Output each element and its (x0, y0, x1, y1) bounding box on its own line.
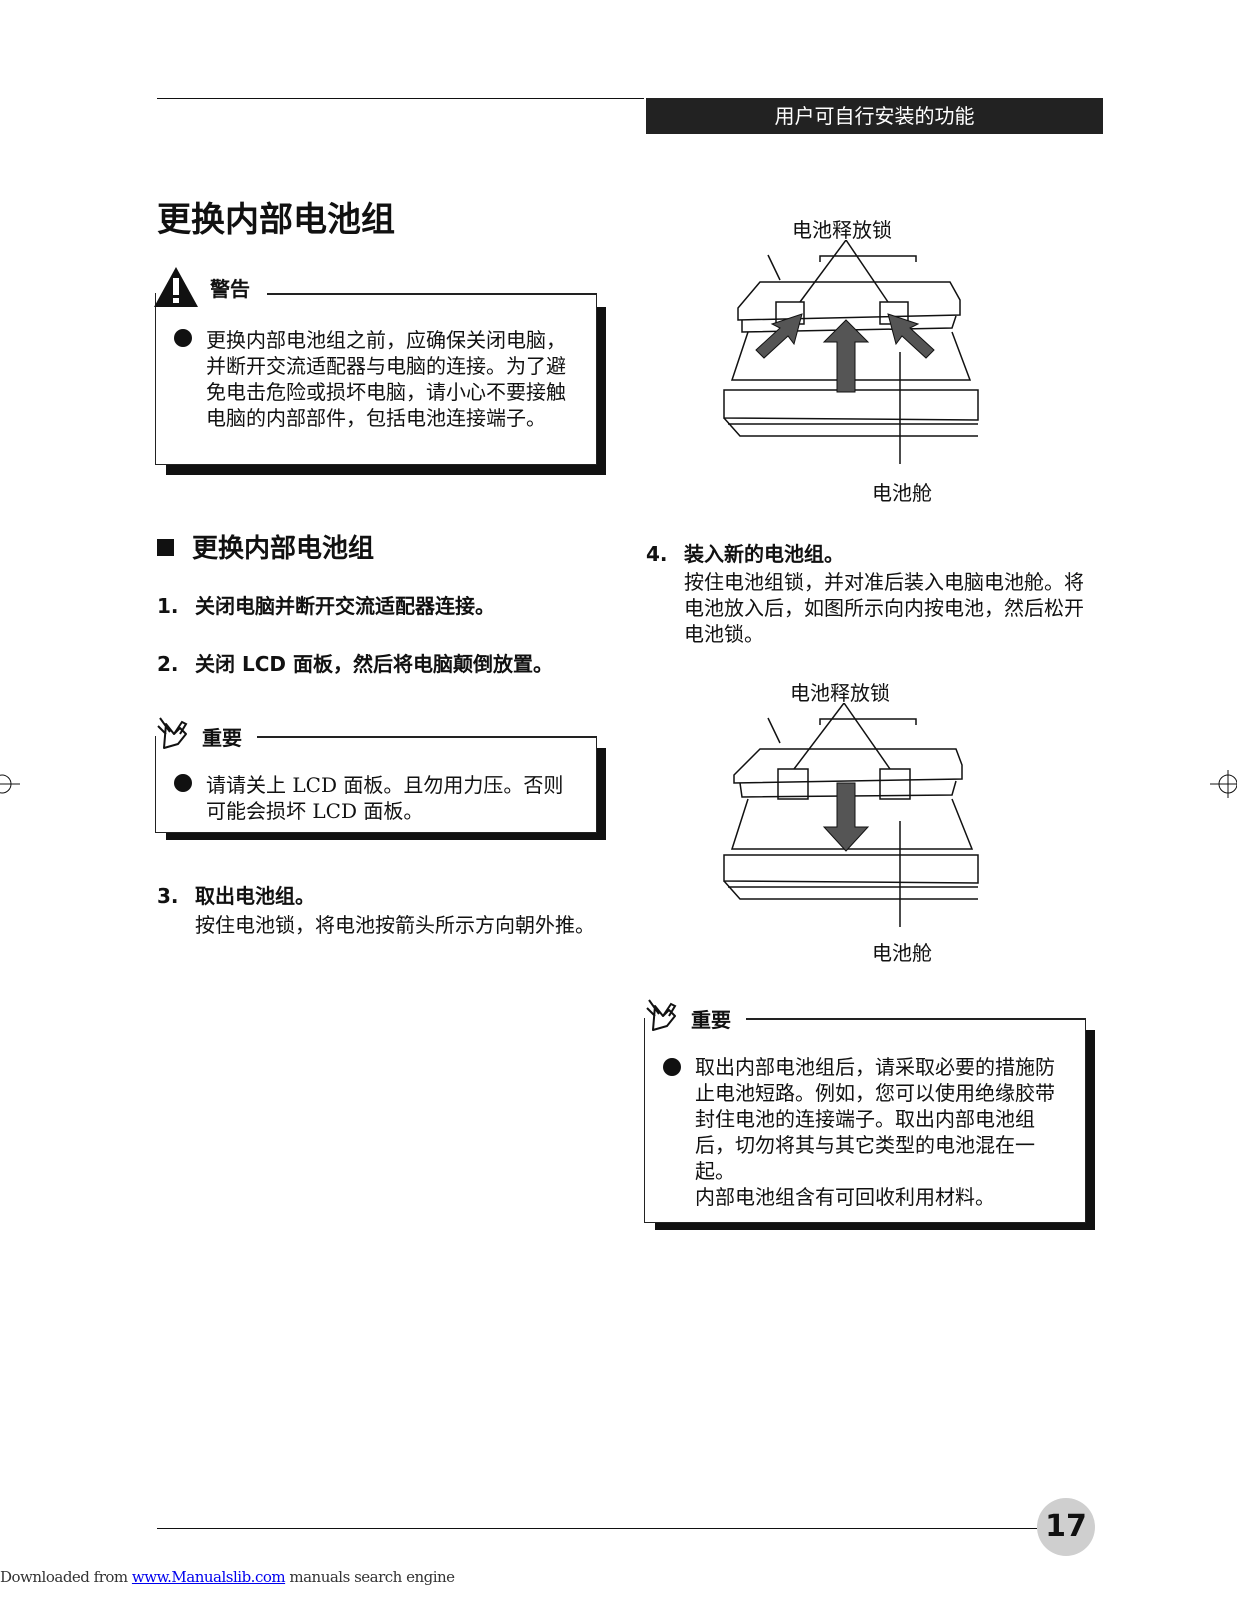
warning-label: 警告 (210, 277, 250, 301)
figure-1-latch-label: 电池释放锁 (792, 218, 892, 242)
footer-rule (157, 1528, 1037, 1529)
important-text-2: 内部电池组含有可回收利用材料。 (695, 1185, 995, 1209)
important-callout-1: 重要 请请关上 LCD 面板。且勿用力压。否则可能会损坏 LCD 面板。 (152, 712, 612, 844)
page-number: 17 (1037, 1498, 1095, 1556)
important-text: 取出内部电池组后，请采取必要的措施防止电池短路。例如，您可以使用绝缘胶带封住电池… (695, 1055, 1055, 1183)
warning-triangle-icon (154, 267, 198, 307)
header-rule (157, 98, 644, 99)
important-callout-2: 重要 取出内部电池组后，请采取必要的措施防止电池短路。例如，您可以使用绝缘胶带封… (641, 992, 1101, 1234)
crop-mark-right (1210, 770, 1237, 798)
download-footer: Downloaded from www.Manualslib.com manua… (0, 1568, 455, 1586)
step-number: 1. (157, 594, 179, 618)
crop-mark-left (0, 774, 20, 794)
bullet (663, 1058, 681, 1076)
page-title: 更换内部电池组 (157, 200, 395, 240)
manualslib-link[interactable]: www.Manualslib.com (131, 1568, 286, 1586)
figure-2-battery-insertion-diagram (723, 703, 979, 927)
footer-prefix: Downloaded from (0, 1568, 132, 1586)
step-3: 3. 取出电池组。 (157, 880, 315, 909)
figure-2-bay-label: 电池舱 (872, 941, 932, 965)
figure-1-battery-removal-diagram (723, 240, 979, 464)
step-1: 1. 关闭电脑并断开交流适配器连接。 (157, 590, 495, 619)
figure-1-bay-label: 电池舱 (872, 481, 932, 505)
important-label: 重要 (202, 726, 242, 750)
bullet (174, 774, 192, 792)
warning-callout: 警告 更换内部电池组之前，应确保关闭电脑，并断开交流适配器与电脑的连接。为了避免… (152, 265, 612, 480)
step-title: 关闭电脑并断开交流适配器连接。 (195, 594, 495, 618)
step-title: 取出电池组。 (195, 884, 315, 908)
section-heading-text: 更换内部电池组 (192, 534, 375, 564)
step-4: 4. 装入新的电池组。 (646, 538, 844, 567)
header-section-title: 用户可自行安装的功能 (646, 98, 1103, 134)
warning-text: 更换内部电池组之前，应确保关闭电脑，并断开交流适配器与电脑的连接。为了避免电击危… (206, 328, 566, 430)
square-bullet-icon (157, 539, 174, 556)
section-heading: 更换内部电池组 (157, 528, 374, 565)
step-3-body: 按住电池锁，将电池按箭头所示方向朝外推。 (195, 913, 595, 937)
important-text: 请请关上 LCD 面板。且勿用力压。否则可能会损坏 LCD 面板。 (206, 773, 564, 823)
step-number: 2. (157, 652, 179, 676)
step-title: 装入新的电池组。 (684, 542, 844, 566)
pointing-hand-icon (157, 717, 188, 749)
footer-suffix: manuals search engine (285, 1568, 455, 1586)
step-2: 2. 关闭 LCD 面板，然后将电脑颠倒放置。 (157, 648, 553, 677)
pointing-hand-icon (646, 999, 677, 1031)
step-number: 4. (646, 542, 668, 566)
figure-2-latch-label: 电池释放锁 (790, 681, 890, 705)
bullet (174, 329, 192, 347)
step-number: 3. (157, 884, 179, 908)
step-title: 关闭 LCD 面板，然后将电脑颠倒放置。 (195, 652, 553, 676)
step-4-body: 按住电池组锁，并对准后装入电脑电池舱。将电池放入后，如图所示向内按电池，然后松开… (684, 570, 1084, 646)
important-label: 重要 (691, 1008, 731, 1032)
